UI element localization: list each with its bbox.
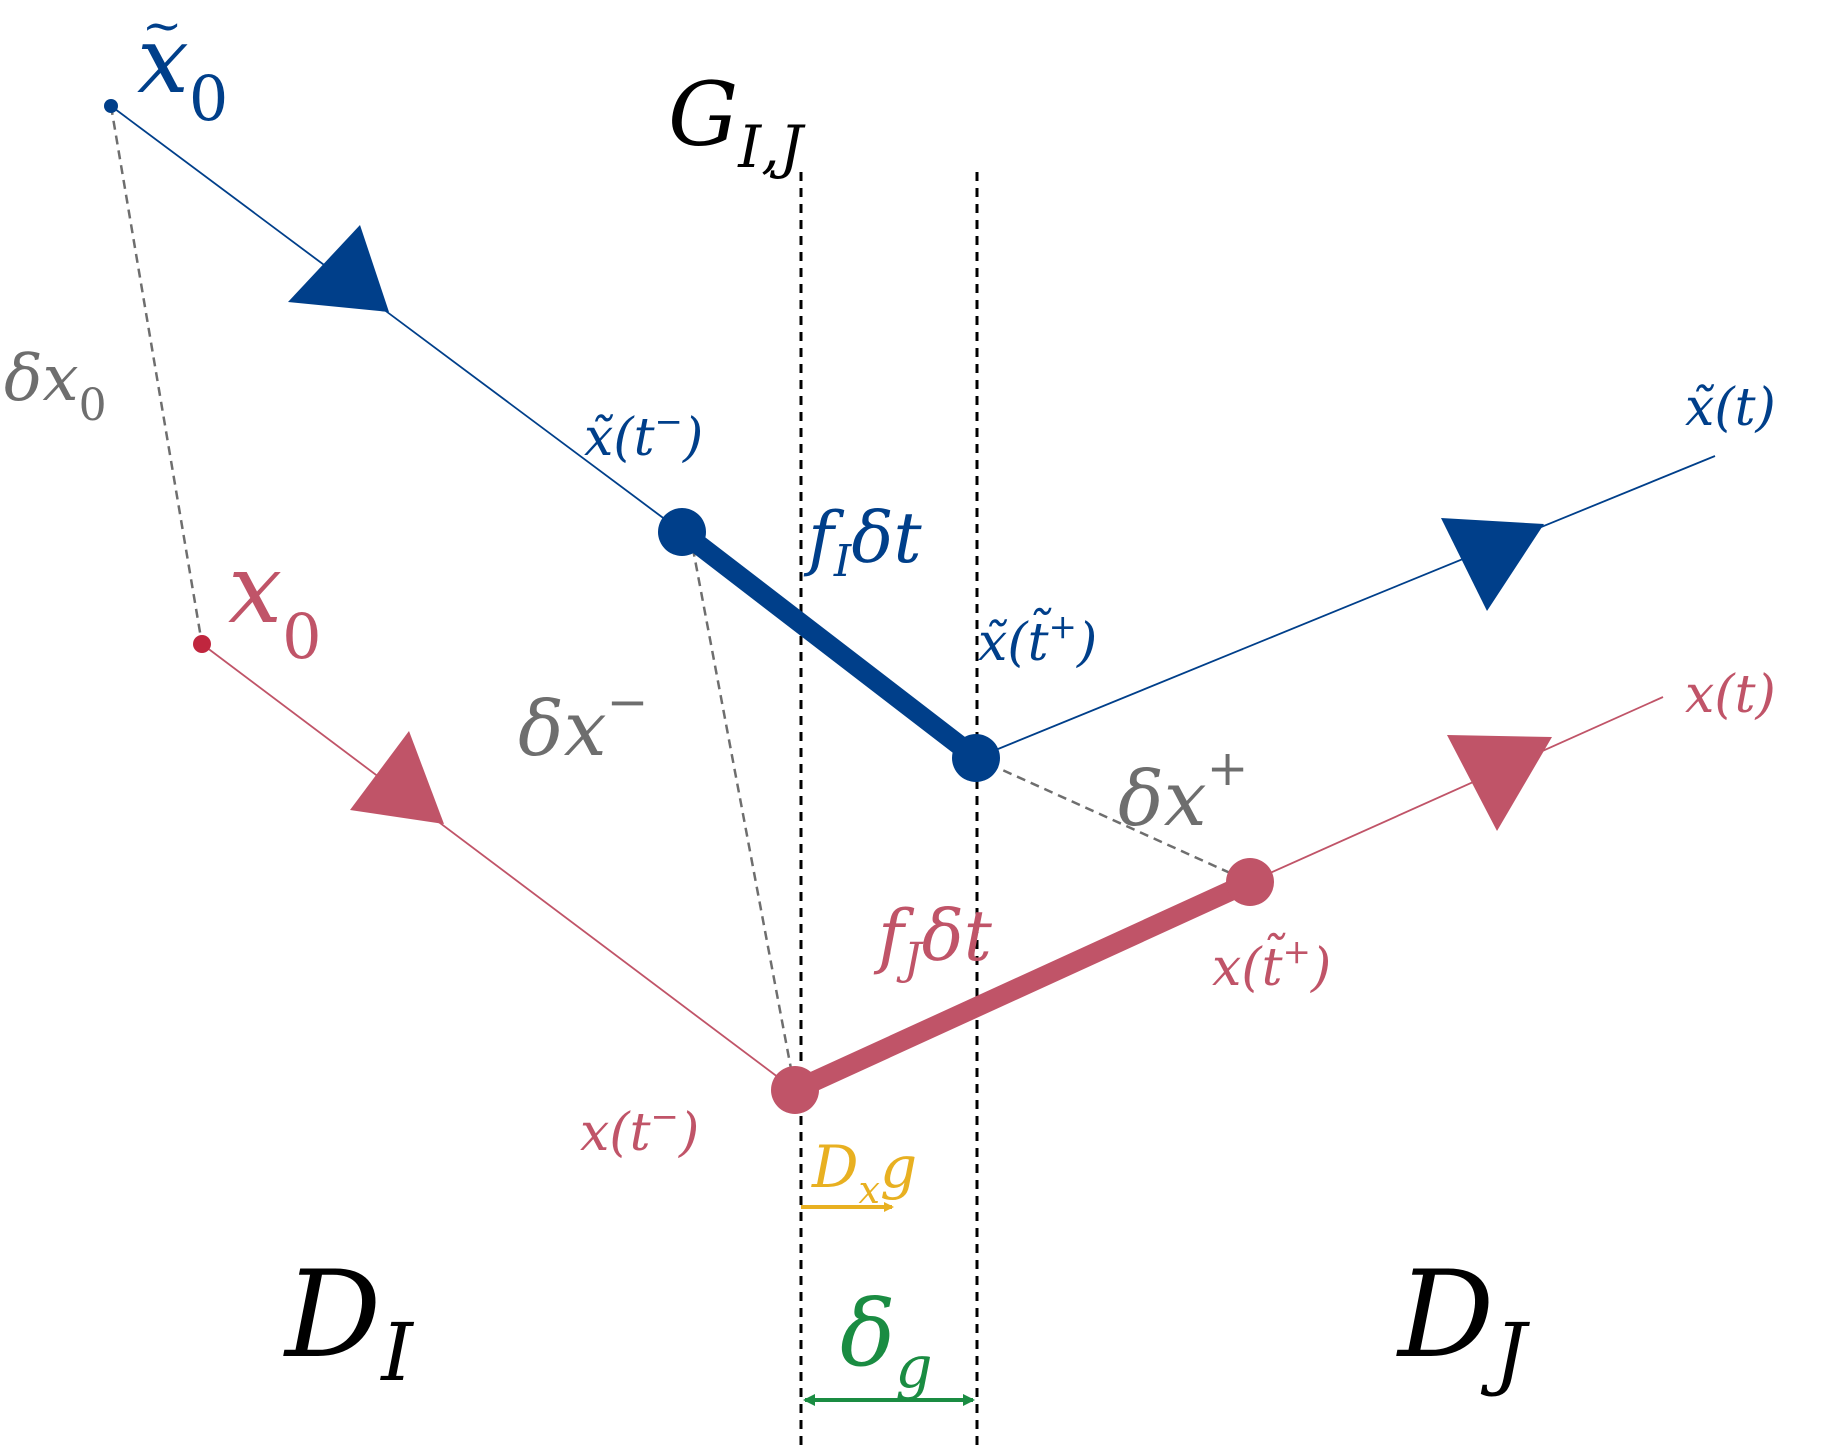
blue-trajectory-pre [110, 105, 683, 533]
guard-label: GI,J [668, 63, 806, 181]
Dxg-label: Dxg [811, 1133, 917, 1212]
blue-point-t-plus [952, 734, 1000, 782]
x0-label: x0 [228, 533, 322, 673]
x0-point [193, 635, 211, 653]
blue-direction-arrow-1 [288, 225, 389, 312]
dx-minus-dashed-line [688, 532, 797, 1091]
dx-minus-label: δx− [518, 673, 649, 773]
dx-plus-dashed-line [975, 756, 1251, 884]
x-tilde-t-plus-label: x̃(t̃+) [978, 607, 1097, 673]
red-point-t-minus [771, 1066, 819, 1114]
x0-tilde-point [104, 99, 118, 113]
delta-g-label: δg [840, 1280, 933, 1401]
x-tilde-t-minus-label: x̃(t−) [584, 402, 703, 468]
x0-tilde-label: x0 [137, 7, 228, 135]
blue-flow-fI-segment [672, 522, 986, 768]
domain-I-label: DI [283, 1246, 414, 1399]
red-direction-arrow-2 [1447, 735, 1552, 831]
blue-point-t-minus [658, 508, 706, 556]
x-t-plus-label: x(t̃+) [1212, 932, 1331, 998]
red-direction-arrow-1 [350, 731, 444, 824]
fI-dt-label: fIδt [803, 497, 922, 587]
blue-direction-arrow-2 [1441, 518, 1544, 611]
x-tilde-t-label: x̃(t) [1685, 378, 1776, 438]
dx0-label: δx0 [4, 342, 107, 431]
x-t-minus-label: x(t−) [580, 1097, 699, 1163]
domain-J-label: DJ [1396, 1246, 1530, 1399]
blue-trajectory-post [975, 455, 1716, 759]
red-flow-fJ-segment [785, 872, 1260, 1100]
red-point-t-plus [1226, 858, 1274, 906]
x-t-label: x(t) [1685, 665, 1776, 725]
red-trajectory-pre [201, 643, 796, 1091]
dx0-dashed-line [109, 105, 204, 645]
fJ-dt-label: fJδt [873, 895, 993, 985]
red-trajectory-post [1249, 696, 1664, 883]
x0-tilde-tilde-mark: ~ [142, 0, 182, 54]
dx-plus-label: δx+ [1118, 739, 1249, 843]
